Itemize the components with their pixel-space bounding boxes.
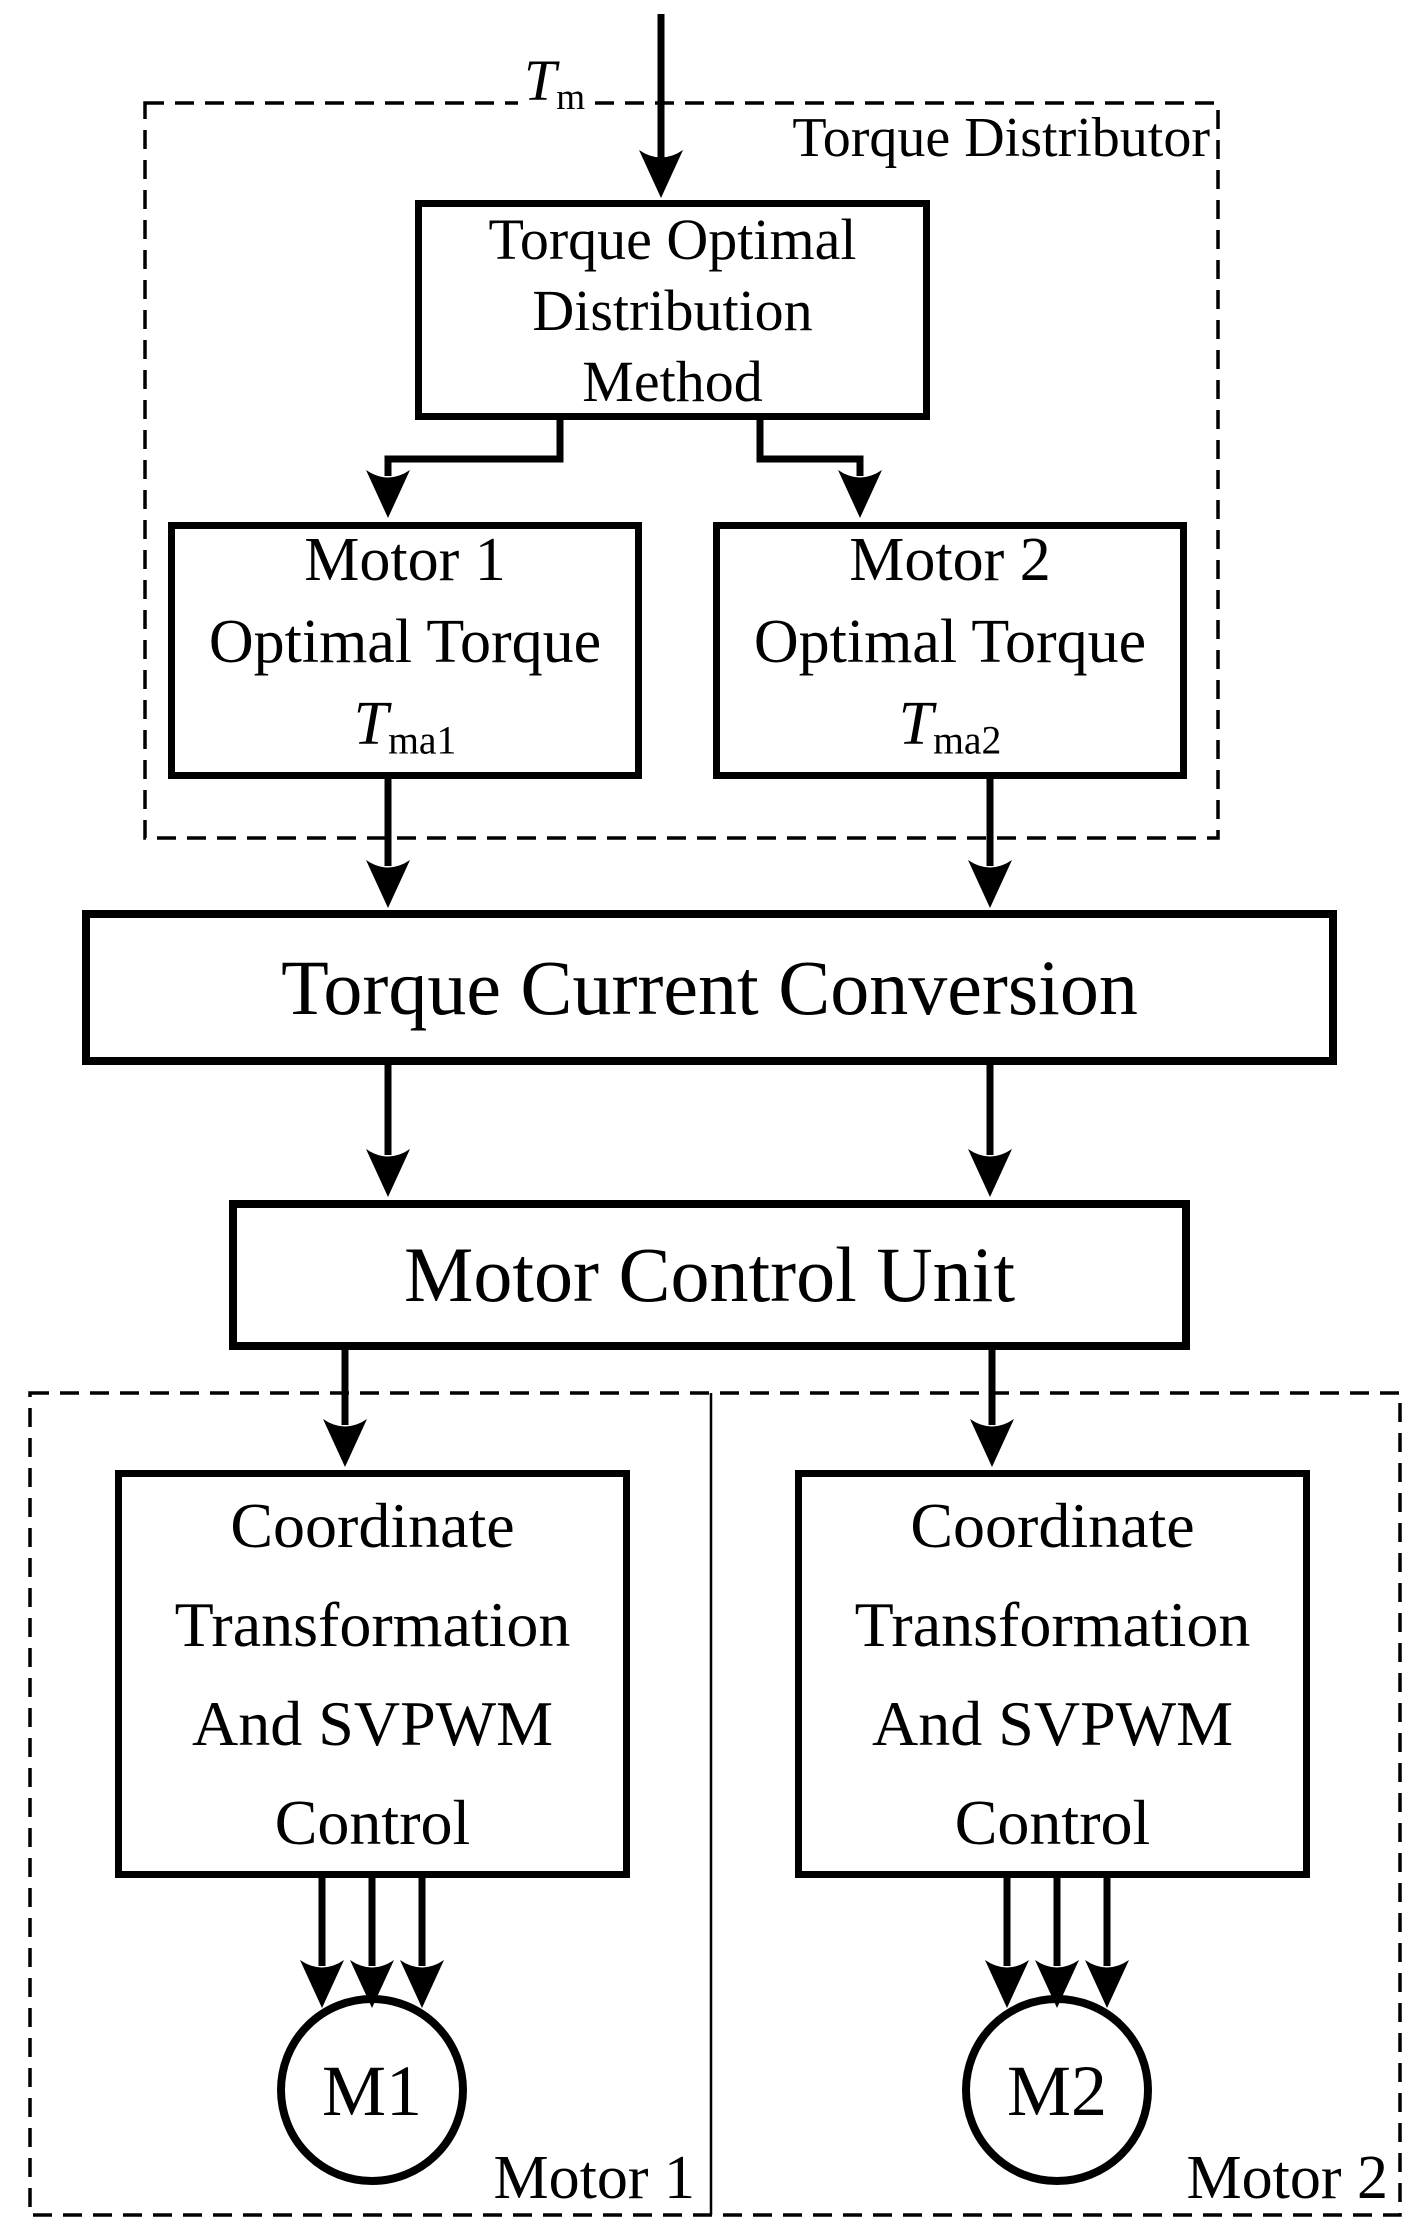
- mcu-to-coord2-arrow: [970, 1348, 1014, 1467]
- coord2-line-4: Control: [954, 1787, 1151, 1858]
- coord1-line-1: Coordinate: [230, 1490, 515, 1561]
- branch-arrow-motor2: [756, 414, 882, 518]
- motor1-machine-label: M1: [321, 2050, 423, 2131]
- coord2-line-1: Coordinate: [910, 1490, 1195, 1561]
- motor2-optimal-torque-line-1: Motor 2: [849, 526, 1051, 595]
- coord1-phase-arrows: [300, 1875, 444, 2008]
- torque-optimal-distribution-method-box: Torque Optimal Distribution Method: [415, 200, 930, 420]
- torque-distributor-title: Torque Distributor: [792, 107, 1210, 169]
- coord2-line-3: And SVPWM: [872, 1688, 1233, 1759]
- input-torque-symbol-base: T: [524, 48, 557, 113]
- motor1-optimal-torque-box: Motor 1 Optimal Torque Tma1: [168, 522, 642, 779]
- motor1-torque-arrow: [366, 775, 410, 908]
- motor2-section-caption: Motor 2: [1186, 2144, 1389, 2212]
- motor2-torque-arrow: [968, 775, 1012, 908]
- coord-transformation-svpwm-box-1: Coordinate Transformation And SVPWM Cont…: [115, 1470, 630, 1878]
- motor2-torque-symbol-subscript: ma2: [933, 718, 1002, 763]
- tcc-to-mcu-right-arrow: [968, 1062, 1012, 1197]
- motor-control-unit-box: Motor Control Unit: [229, 1200, 1190, 1350]
- motor1-torque-symbol-base: T: [353, 690, 389, 759]
- mcu-to-coord1-arrow: [323, 1348, 367, 1467]
- torque-current-conversion-box: Torque Current Conversion: [82, 910, 1337, 1065]
- motor1-optimal-torque-line-1: Motor 1: [304, 526, 506, 595]
- motor1-optimal-torque-line-2: Optimal Torque: [208, 608, 602, 677]
- input-torque-arrow: [639, 14, 683, 198]
- motor1-section-caption: Motor 1: [493, 2144, 696, 2212]
- motor1-torque-symbol-subscript: ma1: [388, 718, 457, 763]
- input-torque-symbol: Tm: [518, 52, 592, 129]
- motor1-torque-symbol: Tma1: [354, 683, 457, 782]
- input-torque-symbol-subscript: m: [556, 76, 586, 118]
- coord1-line-2: Transformation: [174, 1589, 571, 1660]
- tcc-to-mcu-left-arrow: [366, 1062, 410, 1197]
- motor2-optimal-torque-line-2: Optimal Torque: [753, 608, 1147, 677]
- coord-transformation-svpwm-box-2: Coordinate Transformation And SVPWM Cont…: [795, 1470, 1310, 1878]
- motor2-optimal-torque-box: Motor 2 Optimal Torque Tma2: [713, 522, 1187, 779]
- motor2-torque-symbol-base: T: [898, 690, 934, 759]
- motor-sections-dashed-box: [28, 1391, 1402, 2217]
- motor2-torque-symbol: Tma2: [899, 683, 1002, 782]
- method-box-line-2: Distribution: [532, 277, 813, 343]
- motor2-machine-circle: [962, 1995, 1152, 2185]
- motor2-machine-label: M2: [1006, 2050, 1108, 2131]
- coord2-line-2: Transformation: [854, 1589, 1251, 1660]
- method-box-line-1: Torque Optimal: [488, 206, 857, 272]
- motor1-machine-circle: [277, 1995, 467, 2185]
- torque-distributor-dashed-box: [143, 101, 1220, 840]
- method-box-line-3: Method: [582, 348, 763, 414]
- motor-control-unit-label: Motor Control Unit: [403, 1231, 1015, 1318]
- coord2-phase-arrows: [985, 1875, 1129, 2008]
- torque-current-conversion-label: Torque Current Conversion: [281, 943, 1138, 1031]
- coord1-line-4: Control: [274, 1787, 471, 1858]
- branch-arrow-motor1: [366, 414, 564, 518]
- coord1-line-3: And SVPWM: [192, 1688, 553, 1759]
